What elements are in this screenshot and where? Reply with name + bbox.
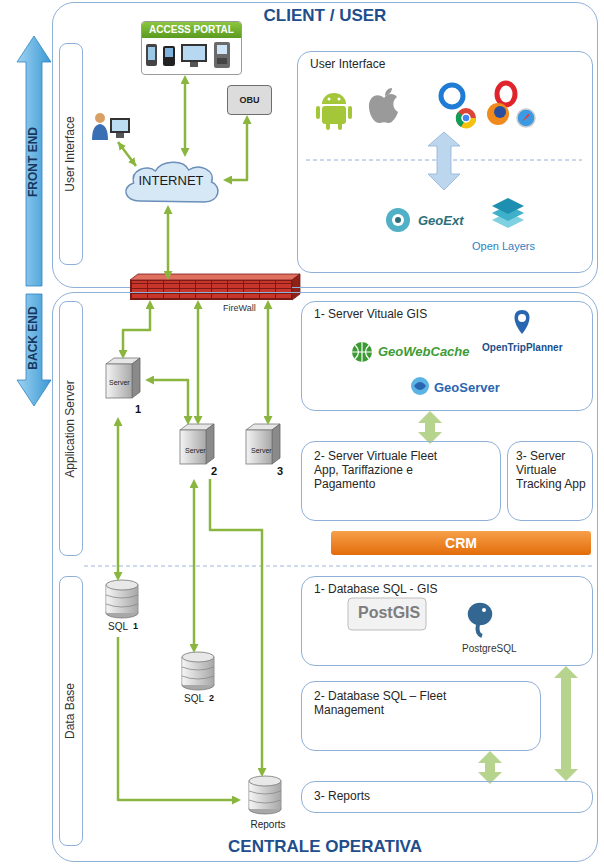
block-arrow bbox=[561, 678, 571, 769]
connector bbox=[267, 309, 270, 416]
label-text: 2- Server Virtuale Fleet App, Tariffazio… bbox=[314, 450, 464, 491]
label-text: GeoExt bbox=[418, 214, 464, 229]
connector bbox=[197, 309, 200, 416]
tracking-server-box: 3- Server Virtuale Tracking App bbox=[507, 441, 593, 521]
database-icon: SQL 1 bbox=[105, 581, 145, 637]
label-text: Reports bbox=[241, 819, 295, 831]
connector bbox=[154, 380, 188, 416]
label-text: GeoServer bbox=[434, 381, 500, 396]
label-text: OBU bbox=[228, 95, 271, 105]
database-icon: Reports bbox=[241, 777, 295, 835]
server-icon: Server 2 bbox=[181, 425, 221, 479]
label-text: Data Base bbox=[64, 683, 78, 739]
access-portal: ACCESS PORTAL bbox=[141, 21, 242, 75]
label-text: 1 bbox=[133, 621, 138, 631]
label-text: Application Server bbox=[64, 380, 78, 477]
gis-database-box: 1- Database SQL - GIS PostGIS PostgreSQL bbox=[301, 576, 593, 666]
gis-server-box: 1- Server Vituale GIS GeoWebCache OpenTrip… bbox=[301, 301, 593, 411]
label-text: Open Layers bbox=[472, 240, 535, 253]
fleet-database-box: 2- Database SQL – Fleet Management bbox=[301, 681, 541, 751]
label-text: SQL bbox=[184, 693, 204, 705]
label-text: 3 bbox=[277, 465, 283, 478]
label-text: 3- Reports bbox=[314, 790, 370, 804]
label-text: CRM bbox=[331, 535, 591, 551]
label-text: PostgreSQL bbox=[462, 643, 516, 655]
label-text: CENTRALE OPERATIVA bbox=[53, 837, 597, 857]
label-text: INTERNET bbox=[119, 174, 223, 189]
label-text: 2 bbox=[209, 693, 214, 703]
label-text: Server bbox=[185, 447, 206, 455]
layer-label: User Interface bbox=[59, 43, 83, 265]
obu-device: OBU bbox=[227, 85, 272, 115]
block-arrow bbox=[485, 763, 495, 772]
end-label: FRONT END bbox=[27, 127, 41, 197]
connector bbox=[123, 309, 150, 350]
reports-box: 3- Reports bbox=[301, 781, 593, 813]
connector bbox=[117, 426, 120, 572]
connector bbox=[232, 124, 247, 180]
label-text: PostGIS bbox=[358, 604, 420, 622]
label-text: SQL bbox=[108, 621, 128, 633]
label-text: GeoWebCache bbox=[378, 345, 470, 360]
connector bbox=[118, 637, 232, 800]
connector bbox=[184, 84, 187, 148]
label-text: Server bbox=[251, 447, 272, 455]
connector bbox=[167, 214, 170, 271]
label-text: 3- Server Virtuale Tracking App bbox=[516, 450, 588, 491]
block-arrow bbox=[425, 423, 435, 432]
connector bbox=[193, 488, 196, 644]
label-text: Server bbox=[109, 379, 130, 387]
label-text: 2 bbox=[211, 465, 217, 478]
connector bbox=[210, 479, 262, 768]
label-text: ACCESS PORTAL bbox=[142, 22, 241, 38]
crm-bar: CRM bbox=[331, 531, 591, 555]
end-label: BACK END bbox=[27, 306, 41, 369]
operations-panel: CENTRALE OPERATIVAApplication ServerServ… bbox=[52, 292, 598, 862]
label-text: CLIENT / USER bbox=[53, 6, 597, 26]
label-text: 1- Database SQL - GIS bbox=[314, 583, 438, 597]
layer-label: Data Base bbox=[59, 576, 83, 846]
firewall: FireWall bbox=[130, 280, 292, 300]
label-text: 2- Database SQL – Fleet Management bbox=[314, 690, 484, 718]
internet-cloud: INTERNET bbox=[119, 157, 223, 205]
label-text: User Interface bbox=[64, 116, 78, 191]
label-text: 1- Server Vituale GIS bbox=[314, 308, 427, 322]
label-text: FireWall bbox=[223, 303, 256, 313]
ui-box: User InterfaceGeoExtOpen Layers bbox=[297, 51, 593, 273]
server-icon: Server 1 bbox=[105, 359, 145, 417]
label-text: 1 bbox=[135, 403, 141, 416]
layer-label: Application Server bbox=[59, 301, 83, 556]
label-text: OpenTripPlanner bbox=[482, 342, 563, 354]
server-icon: Server 3 bbox=[247, 425, 287, 479]
fleet-server-box: 2- Server Virtuale Fleet App, Tariffazio… bbox=[301, 441, 501, 521]
label-text: User Interface bbox=[310, 58, 385, 72]
client-panel: CLIENT / USER User Interface ACCESS PORTAL… bbox=[52, 2, 598, 288]
database-icon: SQL 2 bbox=[181, 653, 221, 709]
